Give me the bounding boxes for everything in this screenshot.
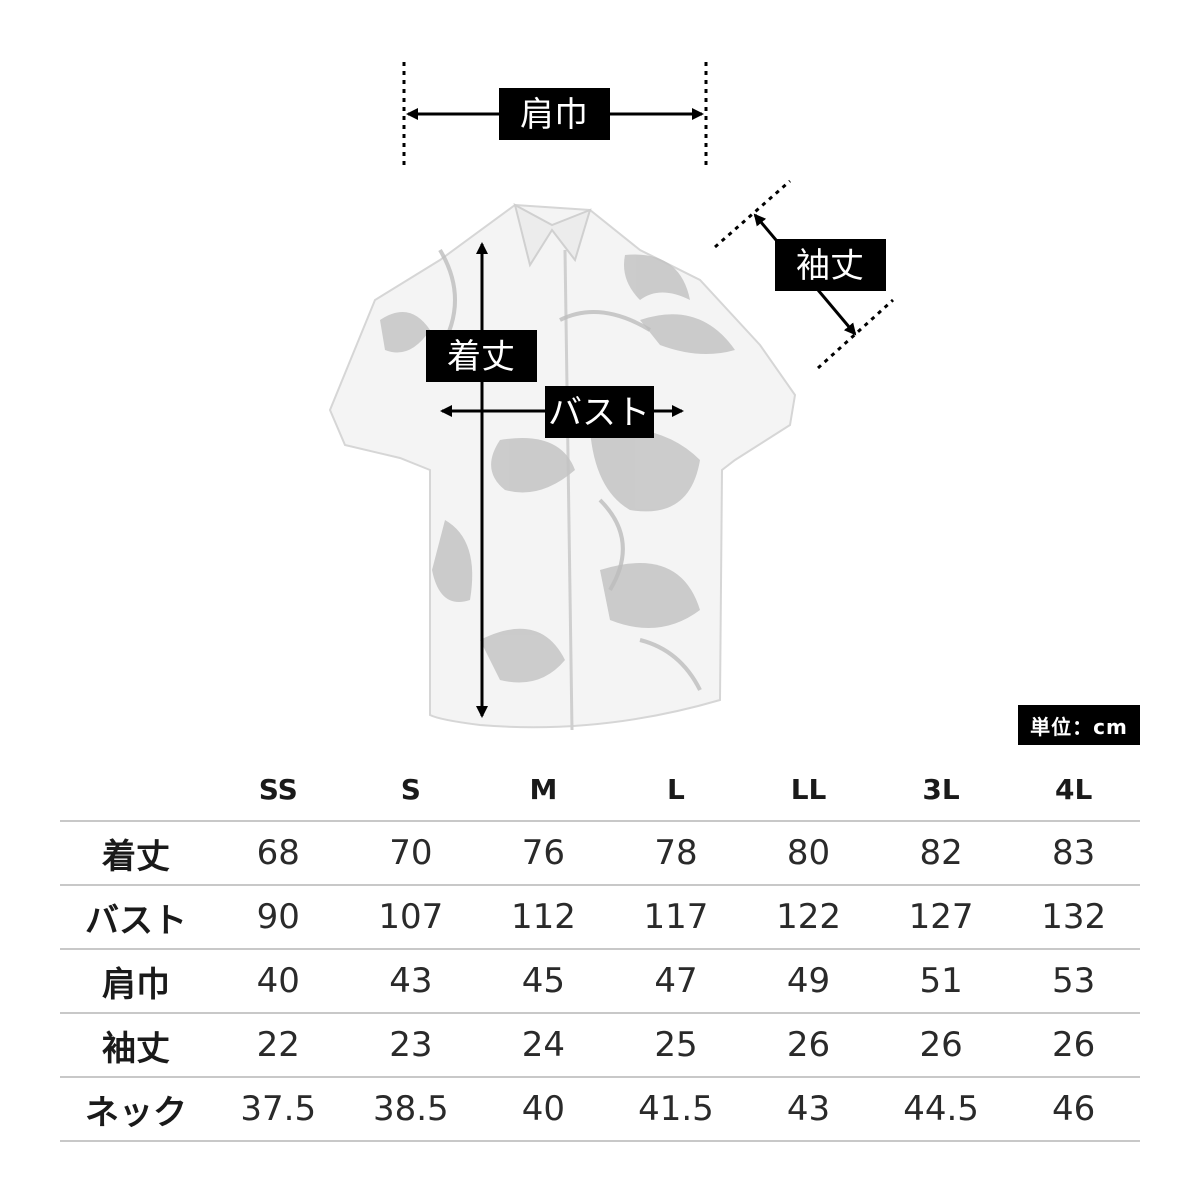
shirt-illustration [328, 203, 797, 731]
table-row: ネック 37.5 38.5 40 41.5 43 44.5 46 [60, 1077, 1140, 1141]
table-cell: 38.5 [372, 1089, 449, 1129]
row-label: 袖丈 [102, 1028, 170, 1069]
table-cell: 25 [654, 1025, 698, 1065]
shirt-measurement-diagram: 肩巾 袖丈 着丈 バスト [328, 62, 895, 731]
table-cell: 24 [521, 1025, 566, 1065]
size-header: M [529, 772, 558, 806]
size-header-row: SS S M L LL 3L 4L [60, 758, 1140, 821]
table-cell: 43 [389, 961, 433, 1001]
unit-badge: 単位：cm [1018, 705, 1140, 745]
table-cell: 51 [919, 961, 963, 1001]
table-cell: 53 [1052, 961, 1096, 1001]
table-cell: 40 [256, 961, 300, 1001]
row-label: 肩巾 [102, 964, 170, 1005]
table-row: 肩巾 40 43 45 47 49 51 53 [60, 949, 1140, 1013]
size-header: SS [258, 772, 298, 806]
table-cell: 46 [1052, 1089, 1096, 1129]
table-cell: 44.5 [903, 1089, 979, 1129]
table-cell: 49 [786, 961, 831, 1001]
sleeve-measurement: 袖丈 [714, 179, 895, 370]
table-cell: 80 [786, 833, 831, 873]
sleeve-label: 袖丈 [796, 246, 864, 286]
table-cell: 112 [510, 897, 576, 937]
row-label: ネック [85, 1092, 187, 1133]
table-cell: 41.5 [638, 1089, 714, 1129]
table-cell: 132 [1041, 897, 1107, 937]
table-cell: 47 [654, 961, 698, 1001]
corner-cell [60, 758, 212, 821]
table-cell: 40 [521, 1089, 566, 1129]
table-cell: 83 [1052, 833, 1096, 873]
bust-measurement: バスト [440, 386, 684, 438]
table-cell: 117 [643, 897, 709, 937]
bust-label: バスト [548, 393, 650, 433]
table-row: 着丈 68 70 76 78 80 82 83 [60, 821, 1140, 885]
table-cell: 26 [786, 1025, 831, 1065]
size-header: 3L [922, 772, 960, 806]
row-label: バスト [85, 900, 187, 941]
row-label: 着丈 [102, 836, 170, 877]
table-cell: 107 [378, 897, 444, 937]
table-row: 袖丈 22 23 24 25 26 26 26 [60, 1013, 1140, 1077]
shoulder-measurement: 肩巾 [402, 62, 708, 165]
size-header: LL [790, 772, 827, 806]
size-header: 4L [1055, 772, 1093, 806]
table-row: バスト 90 107 112 117 122 127 132 [60, 885, 1140, 949]
size-header: L [667, 772, 685, 806]
table-cell: 76 [521, 833, 566, 873]
table-cell: 43 [786, 1089, 831, 1129]
table-cell: 68 [256, 833, 300, 873]
table-cell: 26 [919, 1025, 963, 1065]
shoulder-label: 肩巾 [520, 95, 588, 135]
table-cell: 127 [908, 897, 974, 937]
table-cell: 122 [776, 897, 841, 937]
table-cell: 23 [389, 1025, 433, 1065]
table-cell: 82 [919, 833, 963, 873]
table-cell: 70 [389, 833, 433, 873]
table-cell: 90 [256, 897, 300, 937]
table-cell: 26 [1052, 1025, 1096, 1065]
table-cell: 45 [521, 961, 566, 1001]
table-cell: 78 [654, 833, 698, 873]
length-measurement: 着丈 [426, 242, 537, 718]
length-label: 着丈 [447, 337, 515, 377]
table-cell: 37.5 [240, 1089, 317, 1129]
table-cell: 22 [256, 1025, 300, 1065]
size-header: S [400, 772, 421, 806]
size-table: SS S M L LL 3L 4L 着丈 68 70 76 78 80 82 8… [60, 758, 1140, 1142]
